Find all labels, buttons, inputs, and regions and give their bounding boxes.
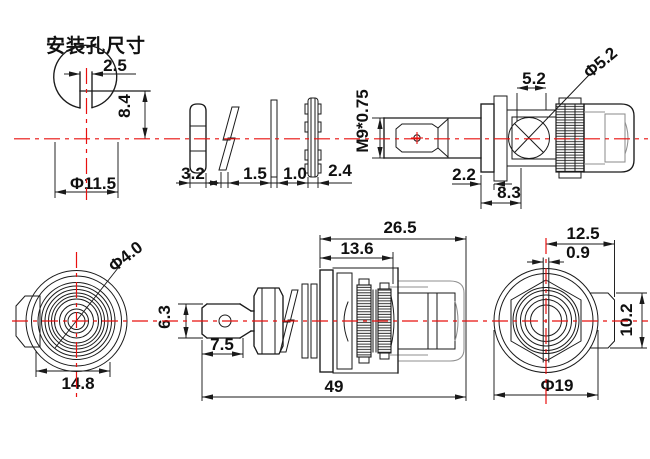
spring-washer-bottom bbox=[218, 137, 236, 171]
dim-panel-length: 5.2 bbox=[522, 69, 546, 88]
cap-outline bbox=[583, 103, 635, 173]
dim-width-across: 14.8 bbox=[61, 374, 94, 393]
dim-flange-thickness: 2.2 bbox=[452, 165, 476, 184]
dim-housing-length: 26.5 bbox=[383, 218, 416, 237]
dim-slot-depth: 8.4 bbox=[115, 94, 134, 118]
pin-diameter-leader bbox=[54, 267, 119, 349]
dim-thread-length: 13.6 bbox=[340, 239, 373, 258]
dim-cross-hole-diameter: Φ5.2 bbox=[580, 43, 621, 82]
centerlines bbox=[12, 68, 648, 408]
hex-nut bbox=[253, 287, 284, 355]
dim-lug-height: 6.3 bbox=[155, 305, 174, 329]
spring-washer-top bbox=[222, 106, 240, 141]
dim-overall-length: 49 bbox=[325, 377, 344, 396]
cross-hole bbox=[508, 117, 550, 159]
dim-tab-reach: 12.5 bbox=[566, 224, 599, 243]
dim-slot-width: 2.5 bbox=[103, 56, 127, 75]
view-front: Φ4.0 14.8 bbox=[15, 238, 146, 393]
flat-washer bbox=[301, 283, 309, 359]
dim-tab-height: 10.2 bbox=[617, 303, 636, 336]
dim-pin-diameter: Φ4.0 bbox=[105, 238, 146, 276]
flange bbox=[480, 103, 495, 173]
drawing-title: 安装孔尺寸 bbox=[46, 34, 146, 57]
dim-hex-nut-thickness: 3.2 bbox=[181, 164, 205, 183]
spring-washer bbox=[283, 289, 299, 323]
dim-thread-spec: M9*0.75 bbox=[353, 89, 372, 152]
knurled-washer-side bbox=[304, 97, 322, 178]
hex-nut-side bbox=[189, 103, 207, 174]
view-mounting-hole: 安装孔尺寸 2.5 8.4 Φ11.5 bbox=[46, 34, 151, 198]
dim-knurled-washer-thickness: 2.4 bbox=[328, 161, 352, 180]
dim-flat-washer-thickness: 1.0 bbox=[283, 164, 307, 183]
knurl-band bbox=[555, 97, 585, 179]
dim-hole-diameter: Φ11.5 bbox=[70, 174, 116, 193]
cap bbox=[390, 267, 465, 374]
solder-lug bbox=[395, 123, 439, 153]
dim-mount-offset: 8.3 bbox=[497, 183, 521, 202]
view-rear: 12.5 0.9 10.2 Φ19 bbox=[493, 224, 647, 400]
view-assembly-side: 6.3 7.5 26.5 13.6 49 bbox=[155, 218, 467, 401]
dim-lug-length: 7.5 bbox=[210, 335, 234, 354]
dim-body-diameter: Φ19 bbox=[541, 376, 574, 395]
view-body-side: M9*0.75 5.2 Φ5.2 2.2 8.3 bbox=[353, 43, 635, 209]
dim-slot-width: 0.9 bbox=[566, 243, 590, 262]
view-hardware-parts: 3.2 1.5 1.0 2.4 bbox=[176, 97, 352, 188]
dim-spring-washer-thickness: 1.5 bbox=[243, 164, 267, 183]
